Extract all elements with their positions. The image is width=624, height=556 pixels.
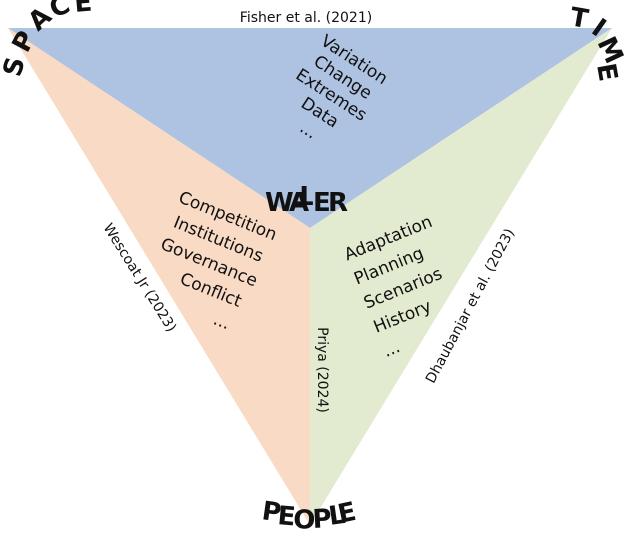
- people-letter: O: [293, 505, 316, 536]
- facet-item: ...: [210, 310, 233, 335]
- people-letter: E: [276, 501, 296, 532]
- facet-item: ...: [381, 337, 404, 362]
- center-citation: Priya (2024): [314, 327, 330, 413]
- people-label: P E O P L E: [260, 496, 359, 536]
- people-letter: E: [335, 497, 359, 530]
- time-people-facet: [310, 28, 612, 525]
- space-people-facet: [8, 28, 310, 525]
- water-letter: E: [313, 188, 331, 218]
- water-label: W A T E R: [265, 179, 348, 218]
- space-letter: E: [73, 0, 93, 19]
- time-letter: E: [590, 61, 623, 84]
- top-citation: Fisher et al. (2021): [240, 10, 372, 26]
- people-letter: L: [327, 500, 348, 532]
- people-letter: P: [260, 496, 283, 528]
- people-letter: P: [312, 504, 333, 535]
- water-letter: W: [265, 188, 294, 218]
- space-time-facet: [8, 28, 612, 228]
- water-letter: A: [289, 188, 309, 218]
- time-letter: T: [568, 2, 591, 35]
- water-letter: R: [328, 188, 348, 218]
- water-letter: T: [295, 179, 313, 209]
